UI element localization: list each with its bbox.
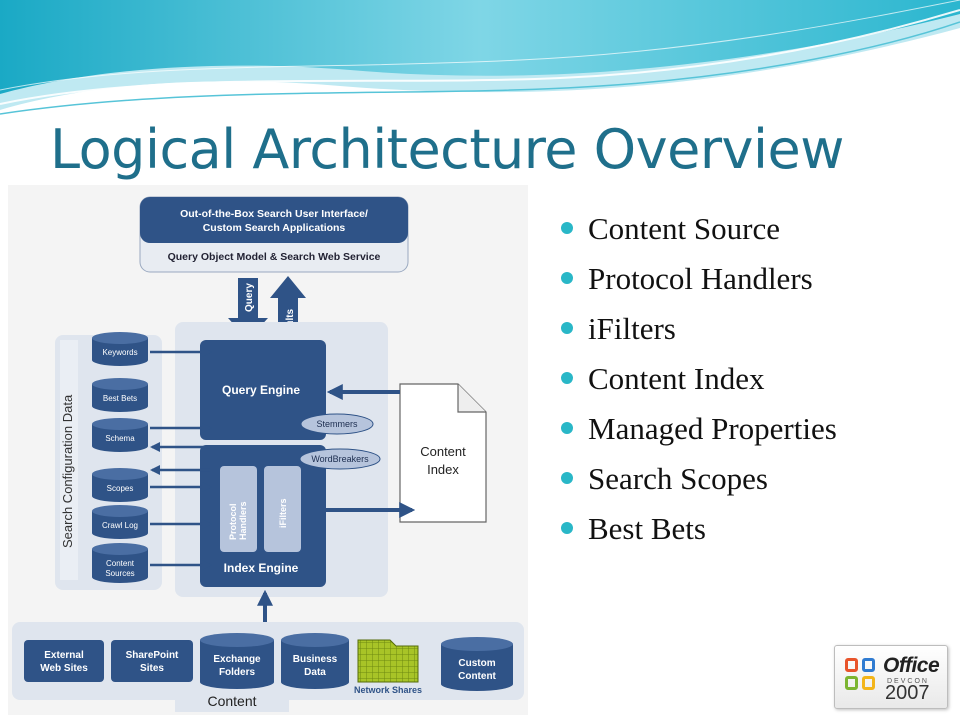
search-ui-line1: Out-of-the-Box Search User Interface/ xyxy=(180,208,368,220)
source-sharepoint-sites: SharePoint Sites xyxy=(111,640,193,682)
query-engine-box xyxy=(200,340,326,440)
content-panel-label: Content xyxy=(207,693,256,709)
bullet-dot-icon xyxy=(561,222,573,234)
bullet-item: Protocol Handlers xyxy=(558,258,837,308)
query-object-model-label: Query Object Model & Search Web Service xyxy=(168,251,381,263)
content-index-document: Content Index xyxy=(399,383,487,523)
bullet-item: Content Source xyxy=(558,208,837,258)
source-external-web-sites: External Web Sites xyxy=(24,640,104,682)
bullet-item: Best Bets xyxy=(558,508,837,558)
wordbreakers-label: WordBreakers xyxy=(311,454,369,464)
logo-office-text: Office xyxy=(883,654,940,677)
search-ui-line2: Custom Search Applications xyxy=(203,222,346,234)
bullet-text: Protocol Handlers xyxy=(588,261,813,296)
store-schema-label: Schema xyxy=(105,434,135,443)
bullet-text: Managed Properties xyxy=(588,411,837,446)
protocol-handlers-label1: Protocol xyxy=(228,503,238,540)
store-content-sources-label1: Content xyxy=(106,559,135,568)
custom-label1: Custom xyxy=(458,658,495,669)
slide-title: Logical Architecture Overview xyxy=(50,118,844,181)
header-wave-decoration xyxy=(0,0,960,115)
query-engine-label: Query Engine xyxy=(222,383,300,397)
bullet-item: Search Scopes xyxy=(558,458,837,508)
bullet-text: Search Scopes xyxy=(588,461,768,496)
store-content-sources-label2: Sources xyxy=(105,569,134,578)
custom-label2: Content xyxy=(458,671,496,682)
content-index-label1: Content xyxy=(420,444,466,459)
external-label1: External xyxy=(44,650,84,661)
source-business-data: Business Data xyxy=(281,633,349,689)
network-shares-label: Network Shares xyxy=(354,685,422,695)
bullet-dot-icon xyxy=(561,472,573,484)
protocol-handlers-label2: Handlers xyxy=(238,501,248,540)
bullet-text: Best Bets xyxy=(588,511,706,546)
store-scopes-label: Scopes xyxy=(107,484,134,493)
bullet-item: Managed Properties xyxy=(558,408,837,458)
bullet-item: Content Index xyxy=(558,358,837,408)
sharepoint-label1: SharePoint xyxy=(126,650,179,661)
office-devcon-logo: Office DEVCON 2007 xyxy=(834,645,948,709)
external-label2: Web Sites xyxy=(40,663,88,674)
stemmers-label: Stemmers xyxy=(316,419,358,429)
store-crawl-log-label: Crawl Log xyxy=(102,521,138,530)
config-arrows xyxy=(150,347,212,570)
wordbreakers-node: WordBreakers xyxy=(299,448,381,470)
store-best-bets: Best Bets xyxy=(92,378,148,412)
exchange-label1: Exchange xyxy=(213,654,261,665)
ifilters-box xyxy=(264,466,301,552)
bullet-text: iFilters xyxy=(588,311,676,346)
bullet-text: Content Source xyxy=(588,211,780,246)
content-index-label2: Index xyxy=(427,462,459,477)
exchange-label2: Folders xyxy=(219,667,256,678)
bullet-dot-icon xyxy=(561,372,573,384)
query-arrow-label: Query xyxy=(244,283,255,312)
store-best-bets-label: Best Bets xyxy=(103,394,137,403)
bullet-list: Content Source Protocol Handlers iFilter… xyxy=(558,208,837,558)
source-network-shares: Network Shares xyxy=(354,639,422,695)
bullet-text: Content Index xyxy=(588,361,765,396)
stemmers-node: Stemmers xyxy=(300,413,374,435)
search-config-label: Search Configuration Data xyxy=(60,394,75,548)
store-keywords: Keywords xyxy=(92,332,148,366)
store-content-sources: Content Sources xyxy=(92,543,148,583)
index-engine-label: Index Engine xyxy=(224,561,299,575)
business-label1: Business xyxy=(293,654,338,665)
bullet-item: iFilters xyxy=(558,308,837,358)
logo-year-text: 2007 xyxy=(885,682,930,704)
search-ui-box: Out-of-the-Box Search User Interface/ Cu… xyxy=(139,196,409,273)
protocol-handlers-box xyxy=(220,466,257,552)
store-crawl-log: Crawl Log xyxy=(92,505,148,539)
bullet-dot-icon xyxy=(561,322,573,334)
office-logo-icon xyxy=(845,658,879,694)
sharepoint-label2: Sites xyxy=(140,663,164,674)
bullet-dot-icon xyxy=(561,522,573,534)
store-scopes: Scopes xyxy=(92,468,148,502)
source-exchange-folders: Exchange Folders xyxy=(200,633,274,689)
store-keywords-label: Keywords xyxy=(102,348,137,357)
source-custom-content: Custom Content xyxy=(441,637,513,691)
bullet-dot-icon xyxy=(561,422,573,434)
ifilters-label: iFilters xyxy=(278,498,288,528)
logo-devcon-text: DEVCON xyxy=(887,678,929,685)
bullet-dot-icon xyxy=(561,272,573,284)
business-label2: Data xyxy=(304,667,326,678)
store-schema: Schema xyxy=(92,418,148,452)
